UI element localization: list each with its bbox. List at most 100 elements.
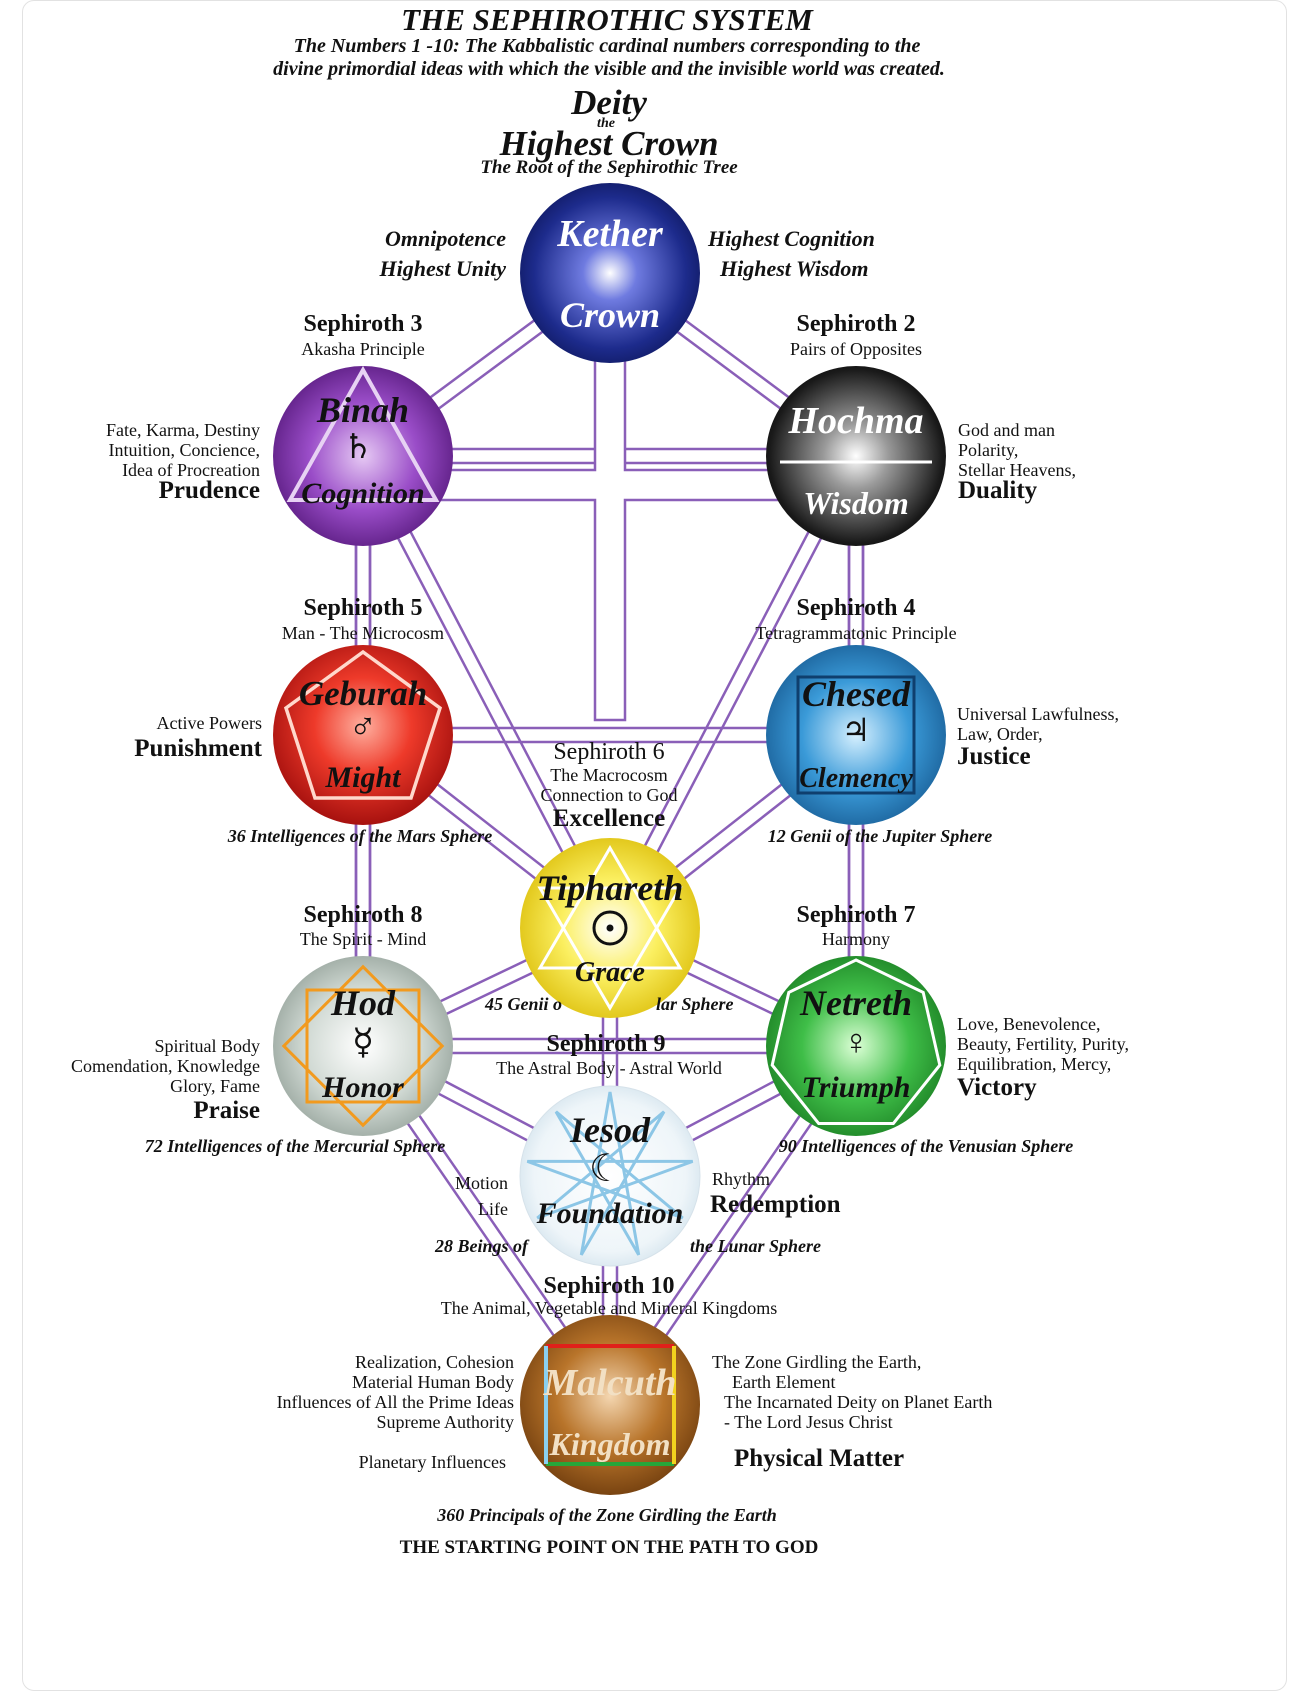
iesod-name: Iesod — [570, 1110, 650, 1150]
diagram-title: THE SEPHIROTHIC SYSTEM — [401, 2, 813, 37]
netreth-quality: Triumph — [801, 1071, 911, 1104]
malcuth-principals: 360 Principals of the Zone Girdling the … — [437, 1505, 777, 1525]
chesed-quality: Clemency — [799, 763, 913, 794]
footer-caption: THE STARTING POINT ON THE PATH TO GOD — [399, 1537, 819, 1558]
iesod-beings-part1: 28 Beings of — [434, 1236, 528, 1256]
hochma-subheading: Pairs of Opposites — [790, 339, 922, 359]
moon-symbol-icon: ☾ — [588, 1148, 624, 1190]
tiphareth-intelligences-part2: lar Sphere — [656, 994, 734, 1014]
tiphareth-intelligences-part1: 45 Genii o — [484, 994, 562, 1014]
square-icon — [796, 675, 916, 795]
chesed-heading: Sephiroth 4 — [796, 595, 916, 621]
highest-crown-label: Highest Crown — [499, 124, 719, 163]
geburah-heading: Sephiroth 5 — [303, 595, 423, 621]
tiphareth-heading: Sephiroth 6 — [553, 739, 665, 765]
geburah-intelligences: 36 Intelligences of the Mars Sphere — [227, 826, 493, 846]
malcuth-name: Malcuth — [543, 1362, 677, 1404]
sphere-netreth — [766, 956, 946, 1136]
hod-quality: Honor — [322, 1071, 404, 1104]
binah-subheading: Akasha Principle — [301, 339, 425, 359]
binah-heading: Sephiroth 3 — [303, 311, 423, 337]
diagram-subtitle-line1: The Numbers 1 -10: The Kabbalistic cardi… — [293, 35, 921, 57]
netreth-heading: Sephiroth 7 — [796, 902, 916, 928]
netreth-virtue: Victory — [957, 1074, 1037, 1101]
enneagram-icon — [526, 1091, 694, 1256]
kether-name: Kether — [557, 213, 663, 255]
chesed-virtue: Justice — [957, 743, 1031, 770]
chesed-name: Chesed — [802, 674, 910, 714]
sphere-kether — [520, 183, 700, 363]
hod-heading: Sephiroth 8 — [303, 902, 423, 928]
sphere-binah — [273, 365, 453, 546]
geburah-virtue: Punishment — [134, 735, 262, 762]
chesed-subheading: Tetragrammatonic Principle — [755, 623, 957, 643]
sphere-hochma — [766, 366, 946, 546]
geburah-quality: Might — [325, 761, 401, 794]
tiphareth-subheading-1: The Macrocosm — [550, 765, 668, 785]
hod-name: Hod — [330, 983, 396, 1023]
triangle-icon — [286, 365, 440, 502]
chesed-intelligences: 12 Genii of the Jupiter Sphere — [767, 826, 993, 846]
netreth-attributes: Love, Benevolence,Beauty, Fertility, Pur… — [957, 1014, 1129, 1074]
binah-name: Binah — [316, 390, 410, 430]
hod-intelligences: 72 Intelligences of the Mercurial Sphere — [144, 1136, 446, 1156]
malcuth-right-attributes: The Zone Girdling the Earth,Earth Elemen… — [712, 1352, 993, 1432]
malcuth-heading: Sephiroth 10 — [543, 1273, 675, 1299]
hochma-name: Hochma — [788, 400, 924, 442]
octagram-icon — [305, 988, 421, 1104]
venus-symbol-icon: ♀ — [842, 1022, 870, 1062]
binah-virtue: Prudence — [158, 477, 260, 504]
iesod-virtue: Redemption — [710, 1191, 841, 1218]
kether-quality: Crown — [559, 295, 661, 335]
hod-virtue: Praise — [193, 1097, 260, 1124]
sphere-tiphareth — [520, 838, 700, 1018]
hexagram-icon — [537, 845, 683, 970]
tiphareth-quality: Grace — [575, 957, 645, 988]
hod-subheading: The Spirit - Mind — [299, 929, 427, 949]
root-label: The Root of the Sephirothic Tree — [480, 157, 738, 178]
iesod-quality: Foundation — [536, 1197, 684, 1230]
image-frame — [22, 0, 1287, 1691]
sphere-iesod — [519, 1085, 701, 1267]
the-label: the — [597, 116, 615, 131]
geburah-name: Geburah — [298, 674, 428, 713]
tiphareth-subheading-2: Connection to God — [540, 785, 678, 805]
geburah-subheading: Man - The Microcosm — [281, 623, 445, 643]
pentagon-icon — [283, 649, 443, 800]
iesod-subheading: The Astral Body - Astral World — [496, 1058, 722, 1078]
tiphareth-virtue: Excellence — [552, 805, 666, 832]
chesed-attributes: Universal Lawfulness,Law, Order, — [957, 704, 1119, 744]
iesod-right-attribute: Rhythm — [712, 1169, 771, 1189]
malcuth-right-bottom: Physical Matter — [734, 1445, 905, 1472]
tiphareth-name: Tiphareth — [536, 868, 684, 908]
sphere-malcuth — [520, 1315, 700, 1495]
sphere-hod — [273, 956, 453, 1136]
mars-symbol-icon: ♂ — [348, 706, 378, 748]
iesod-beings-part2: the Lunar Sphere — [690, 1236, 822, 1256]
sun-symbol-icon — [592, 910, 628, 946]
diagram-subtitle-line2: divine primordial ideas with which the v… — [273, 58, 945, 80]
geburah-attributes: Active Powers — [156, 713, 262, 733]
hochma-heading: Sephiroth 2 — [796, 311, 916, 337]
sphere-chesed — [766, 645, 946, 825]
malcuth-left-bottom: Planetary Influences — [358, 1452, 506, 1472]
heptagon-icon — [770, 958, 942, 1125]
deity-label: Deity — [571, 83, 647, 122]
hochma-quality: Wisdom — [803, 485, 909, 521]
mercury-symbol-icon: ☿ — [351, 1022, 375, 1062]
netreth-intelligences: 90 Intelligences of the Venusian Sphere — [778, 1136, 1074, 1156]
netreth-subheading: Harmony — [822, 929, 890, 949]
jupiter-symbol-icon: ♃ — [841, 712, 871, 748]
binah-quality: Cognition — [301, 477, 425, 510]
iesod-heading: Sephiroth 9 — [546, 1031, 666, 1057]
malcuth-quality: Kingdom — [549, 1426, 671, 1462]
malcuth-subheading: The Animal, Vegetable and Mineral Kingdo… — [440, 1298, 778, 1318]
